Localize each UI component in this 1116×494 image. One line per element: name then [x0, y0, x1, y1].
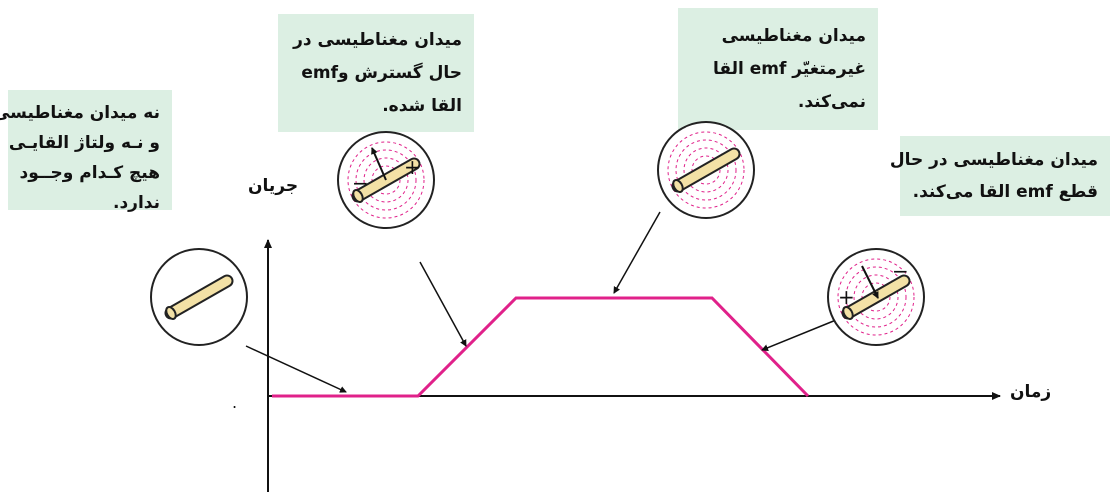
note-no-field: نه میدان مغناطیسی و نـه ولتاژ القایـی هی…: [0, 90, 172, 213]
conductor-circle-collapsing: + −: [827, 248, 925, 346]
field-lines-icon: [667, 131, 745, 209]
note-collapsing-field: میدان مغناطیسی در حال قطع emf القا می‌کن…: [889, 136, 1110, 216]
note-steady-field: میدان مغناطیسی غیرمتغیّر emf القا نمی‌کن…: [678, 8, 878, 130]
force-arrow-icon: [861, 265, 879, 299]
note-line: میدان مغناطیسی در حال: [889, 150, 1098, 170]
note-line: میدان مغناطیسی: [721, 26, 866, 46]
note-line: هیچ کـدام وجــود: [19, 163, 160, 183]
note-line: حال گسترش وemf: [301, 63, 462, 83]
plus-sign: +: [838, 285, 855, 309]
conductor-circle-expanding: + −: [337, 131, 435, 229]
y-axis-label: جریان: [248, 176, 299, 196]
conductor-circle-steady: [657, 121, 755, 219]
note-line: ندارد.: [113, 193, 160, 213]
minus-sign: −: [892, 259, 909, 283]
note-line: نه میدان مغناطیسی: [0, 103, 160, 123]
note-line: القا شده.: [382, 96, 462, 116]
pointer-no-field: [245, 345, 347, 393]
pointer-expanding: [419, 261, 467, 347]
small-dot: .: [232, 393, 237, 412]
note-line: و نـه ولتاژ القایـی: [8, 133, 160, 153]
note-line: میدان مغناطیسی در: [293, 30, 462, 50]
conductor-circle-no-field: [150, 248, 248, 346]
x-axis-label: زمان: [1010, 382, 1052, 402]
note-line: نمی‌کند.: [797, 92, 866, 112]
note-expanding-field: میدان مغناطیسی در حال گسترش وemf القا شد…: [278, 14, 474, 132]
field-lines-icon: [837, 258, 915, 336]
current-curve: [272, 296, 810, 398]
note-line: قطع emf القا می‌کند.: [912, 182, 1098, 202]
pointer-collapsing: [761, 319, 837, 351]
field-lines-icon: [347, 141, 425, 219]
minus-sign: −: [352, 171, 369, 195]
pointer-steady: [613, 211, 661, 294]
force-arrow-icon: [371, 147, 387, 181]
plus-sign: +: [404, 155, 421, 179]
note-line: غیرمتغیّر emf القا: [712, 59, 866, 79]
